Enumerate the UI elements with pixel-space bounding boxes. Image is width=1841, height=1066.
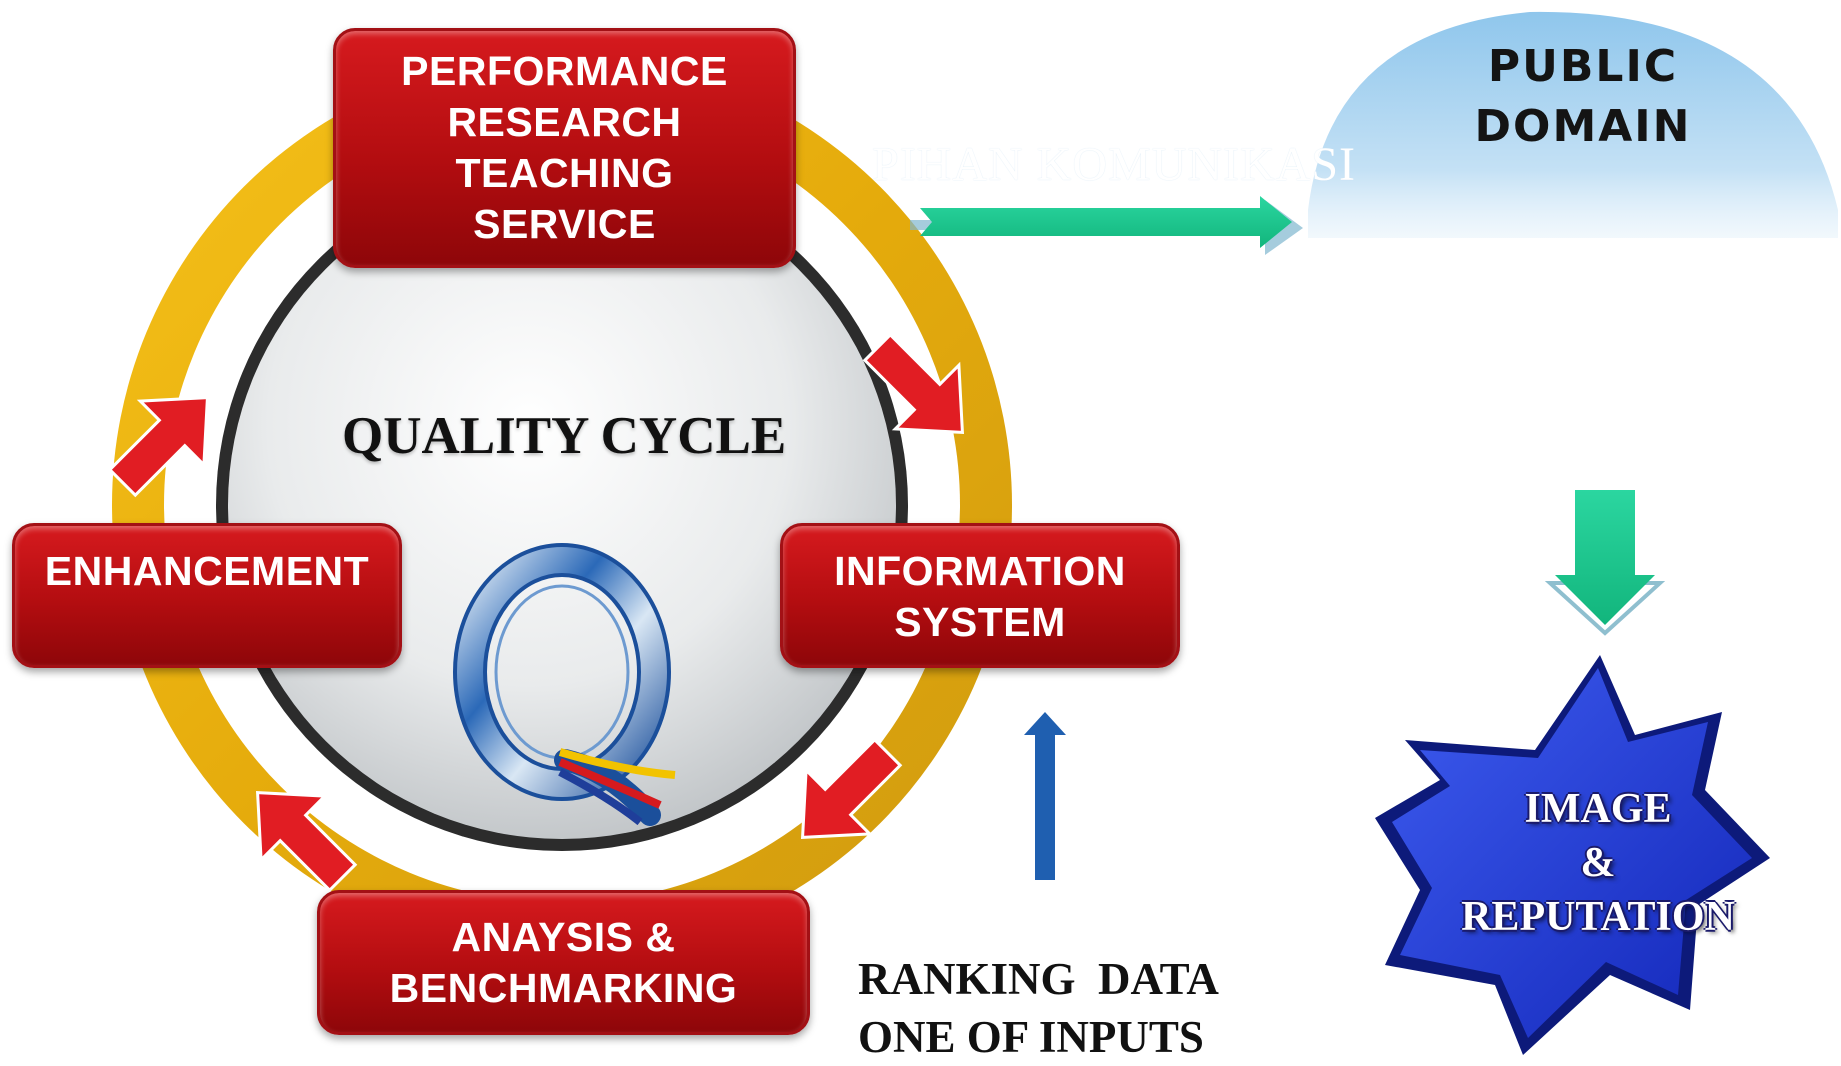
box-information-system: INFORMATION SYSTEM (780, 523, 1180, 668)
arrow-to-public-domain (910, 196, 1303, 255)
box-line: SERVICE (473, 201, 656, 247)
cycle-arrow-bottom-right (800, 737, 903, 840)
reputation-star (1375, 655, 1770, 1055)
box-line: TEACHING (455, 150, 674, 196)
cycle-arrow-top-left (107, 395, 210, 498)
cycle-arrow-top-right (862, 332, 965, 435)
quality-cycle-title: QUALITY CYCLE (342, 407, 787, 465)
ranking-line: RANKING DATA (858, 954, 1219, 1004)
arrow-to-image-reputation (1544, 490, 1666, 636)
q-logo (453, 543, 676, 826)
cloud-fade (1300, 238, 1841, 308)
ranking-line: ONE OF INPUTS (858, 1012, 1204, 1062)
public-domain-label: PUBLIC DOMAIN (1463, 37, 1703, 157)
public-domain-line: PUBLIC (1487, 41, 1679, 92)
reputation-line: REPUTATION (1461, 894, 1735, 940)
watermark-text: PIHAN KOMUNIKASI (872, 138, 1356, 191)
box-line: PERFORMANCE (401, 48, 728, 94)
box-line: INFORMATION (834, 548, 1126, 594)
box-analysis-benchmarking: ANAYSIS & BENCHMARKING (317, 890, 810, 1035)
box-line: ENHANCEMENT (44, 548, 370, 594)
reputation-line: IMAGE (1524, 786, 1672, 832)
box-line: RESEARCH (447, 99, 682, 145)
cycle-arrow-bottom-left (255, 790, 358, 893)
box-line: BENCHMARKING (389, 964, 738, 1011)
reputation-line: & (1580, 840, 1616, 886)
public-domain-cloud (1308, 11, 1838, 300)
box-performance: PERFORMANCE RESEARCH TEACHING SERVICE (333, 28, 796, 268)
box-enhancement: ENHANCEMENT (12, 523, 402, 668)
image-reputation-label: IMAGE & REPUTATION (1440, 782, 1756, 944)
box-line: SYSTEM (894, 599, 1066, 645)
cycle-disc (228, 171, 896, 839)
public-domain-line: DOMAIN (1474, 101, 1692, 152)
box-line: ANAYSIS & (451, 913, 676, 960)
arrow-ranking-input (1024, 712, 1066, 880)
ranking-note: RANKING DATA ONE OF INPUTS (858, 950, 1219, 1066)
